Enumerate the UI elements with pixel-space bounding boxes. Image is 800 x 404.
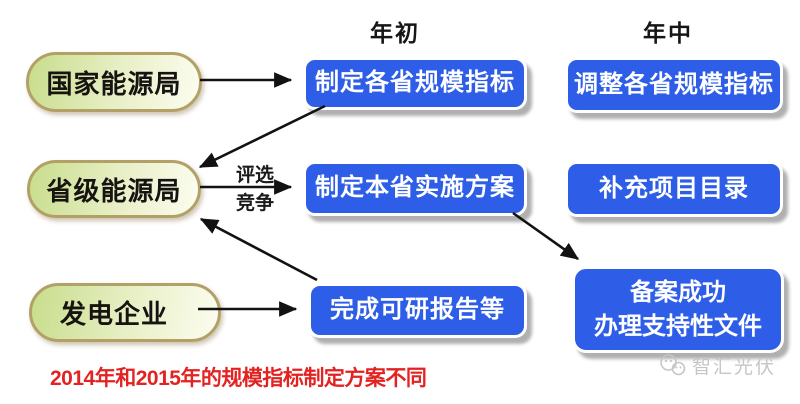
step-label: 补充项目目录 bbox=[599, 174, 749, 202]
column-label-year-mid: 年中 bbox=[643, 20, 693, 46]
actor-power-generation-enterprise: 发电企业 bbox=[29, 283, 221, 342]
footnote-quota-difference-note: 2014年和2015年的规模指标制定方案不同 bbox=[50, 367, 427, 390]
step-label-line2: 办理支持性文件 bbox=[594, 312, 762, 340]
step-label: 调整各省规模指标 bbox=[574, 70, 774, 98]
step-complete-feasibility-report: 完成可研报告等 bbox=[308, 283, 527, 338]
actor-national-energy-administration: 国家能源局 bbox=[26, 52, 202, 112]
arrow-caption-selection-competition: 评选 竞争 bbox=[226, 162, 284, 218]
wechat-logo-icon bbox=[660, 354, 686, 376]
step-filing-success-support-docs: 备案成功 办理支持性文件 bbox=[572, 266, 784, 353]
step-label: 制定各省规模指标 bbox=[315, 69, 515, 97]
arrow-plan-to-filing bbox=[512, 211, 580, 261]
column-label-year-start: 年初 bbox=[370, 20, 420, 46]
actor-label: 国家能源局 bbox=[46, 68, 182, 99]
arrow-caption-line1: 评选 bbox=[235, 165, 274, 186]
watermark: 智汇光伏 bbox=[658, 352, 776, 379]
step-supplement-project-catalog: 补充项目目录 bbox=[565, 161, 783, 217]
arrow-caption-line2: 竞争 bbox=[235, 193, 274, 214]
step-label: 完成可研报告等 bbox=[330, 296, 505, 324]
arrow-feasibility-to-provincial bbox=[199, 217, 318, 282]
step-make-implementation-plan: 制定本省实施方案 bbox=[303, 161, 527, 216]
step-label: 制定本省实施方案 bbox=[315, 174, 515, 202]
actor-label: 发电企业 bbox=[59, 299, 168, 329]
watermark-brand-text: 智汇光伏 bbox=[692, 357, 777, 378]
step-adjust-provincial-quota: 调整各省规模指标 bbox=[565, 57, 783, 113]
actor-provincial-energy-bureau: 省级能源局 bbox=[27, 160, 201, 218]
step-make-provincial-quota: 制定各省规模指标 bbox=[303, 57, 527, 110]
actor-label: 省级能源局 bbox=[46, 175, 182, 206]
step-label-line1: 备案成功 bbox=[630, 278, 726, 306]
arrow-make-quota-to-provincial bbox=[198, 104, 326, 169]
